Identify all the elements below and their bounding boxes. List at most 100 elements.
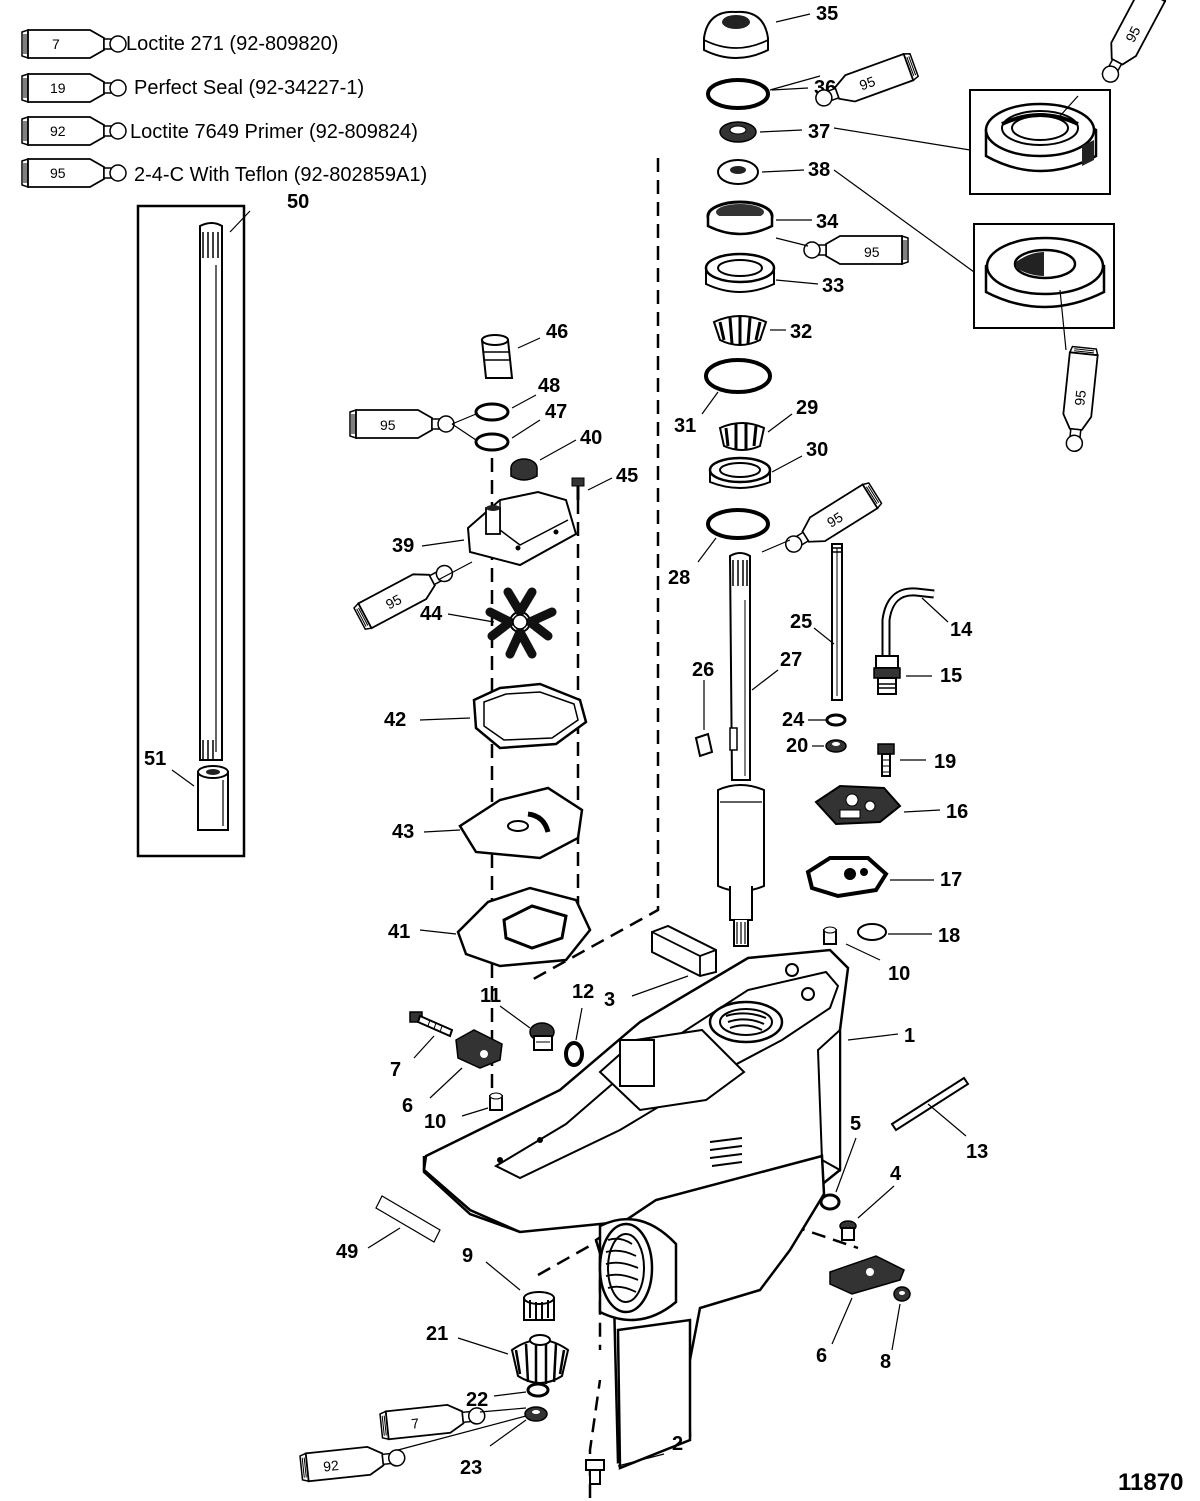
- part-31-shim: [704, 358, 772, 394]
- legend-tube-number: 92: [50, 123, 66, 139]
- seal-detail-inset-37: [969, 89, 1111, 195]
- legend: 7 Loctite 271 (92-809820) 19 Perfect Sea…: [21, 29, 427, 188]
- callout-40: 40: [580, 427, 602, 449]
- sealant-tube-icon: 95: [778, 480, 884, 562]
- svg-text:7: 7: [410, 1415, 420, 1432]
- part-32-bearing: [712, 315, 768, 346]
- part-33-cup: [704, 252, 776, 293]
- part-16-shift-cam-housing: [814, 784, 902, 826]
- part-49-pin: [375, 1195, 441, 1243]
- svg-text:95: 95: [380, 417, 396, 433]
- sealant-tube-icon: 95: [1093, 0, 1169, 89]
- sealant-tube-icon: 92: [298, 1442, 408, 1483]
- sealant-tube-icon: [21, 29, 127, 59]
- sealant-tube-icon: 7: [378, 1400, 488, 1441]
- part-46-sleeve: [480, 334, 514, 379]
- callout-46: 46: [546, 321, 568, 343]
- callout-33: 33: [822, 275, 844, 297]
- part-22-washer: [526, 1382, 550, 1398]
- part-36-o-ring: [706, 78, 770, 110]
- driveshaft-extension: [199, 222, 223, 761]
- part-3-water-inlet: [651, 924, 717, 978]
- legend-item-loctite-271: 7 Loctite 271 (92-809820): [21, 29, 338, 59]
- part-19-bolt: [877, 743, 895, 777]
- callout-19: 19: [934, 751, 956, 773]
- callout-1: 1: [904, 1025, 915, 1047]
- kit-frame: [136, 204, 246, 858]
- part-11-fitting: [529, 1022, 555, 1051]
- part-30-cup: [708, 456, 772, 489]
- callout-14: 14: [950, 619, 973, 641]
- sealant-tube-icon: 95: [803, 235, 909, 265]
- sealant-tube-icon: [21, 116, 127, 146]
- callout-11: 11: [480, 985, 501, 1007]
- callout-35: 35: [816, 3, 838, 25]
- legend-item-perfect-seal: 19 Perfect Seal (92-34227-1): [21, 73, 364, 103]
- callout-49: 49: [336, 1241, 358, 1263]
- callout-10: 10: [888, 963, 910, 985]
- sealant-tube-icon: [21, 158, 127, 188]
- callout-17: 17: [940, 869, 962, 891]
- part-21-pinion-gear: [510, 1334, 570, 1384]
- svg-text:92: 92: [322, 1457, 339, 1475]
- svg-text:95: 95: [857, 73, 877, 93]
- part-7-screw: [409, 1011, 454, 1038]
- callout-51: 51: [144, 748, 166, 770]
- callout-29: 29: [796, 397, 818, 419]
- svg-text:95: 95: [824, 509, 846, 531]
- legend-item-loctite-7649: 92 Loctite 7649 Primer (92-809824): [21, 116, 418, 146]
- callout-20: 20: [786, 735, 808, 757]
- legend-text: Perfect Seal (92-34227-1): [134, 77, 364, 99]
- callout-22: 22: [466, 1389, 488, 1411]
- legend-item-2-4-c-teflon: 95 2-4-C With Teflon (92-802859A1): [21, 158, 427, 188]
- callout-23: 23: [460, 1457, 482, 1479]
- callout-15: 15: [940, 665, 962, 687]
- sealant-tube-icon: 95: [352, 556, 459, 632]
- part-29-bearing: [718, 422, 766, 451]
- part-12-washer: [564, 1041, 584, 1067]
- sealant-tube-icon: [21, 73, 127, 103]
- sealant-tube-icon: 95: [1058, 345, 1100, 454]
- svg-text:95: 95: [1071, 389, 1089, 406]
- part-4-plug: [839, 1220, 857, 1241]
- part-38-seal: [717, 159, 759, 185]
- part-23-nut: [524, 1406, 548, 1422]
- callout-12: 12: [572, 981, 594, 1003]
- part-8-nut: [893, 1286, 911, 1302]
- legend-text: Loctite 271 (92-809820): [126, 33, 338, 55]
- callout-42: 42: [384, 709, 406, 731]
- callout-21: 21: [426, 1323, 448, 1345]
- part-14-hose: [881, 587, 935, 656]
- callout-5: 5: [850, 1113, 861, 1135]
- callout-7: 7: [390, 1059, 401, 1081]
- callout-28: 28: [668, 567, 690, 589]
- part-44-impeller: [485, 587, 557, 659]
- part-9-bearing: [523, 1291, 555, 1321]
- legend-text: Loctite 7649 Primer (92-809824): [130, 121, 418, 143]
- callout-47: 47: [545, 401, 567, 423]
- callout-10: 10: [424, 1111, 446, 1133]
- callout-32: 32: [790, 321, 812, 343]
- callout-16: 16: [946, 801, 968, 823]
- part-15-fitting: [873, 655, 901, 695]
- legend-text: 2-4-C With Teflon (92-802859A1): [134, 164, 427, 186]
- callout-43: 43: [392, 821, 414, 843]
- part-10-dowel-pin: [823, 926, 837, 945]
- part-6-anode: [455, 1029, 503, 1069]
- part-40-grommet: [510, 458, 538, 481]
- part-18-o-ring: [857, 923, 887, 941]
- part-37-seal: [719, 121, 757, 143]
- callout-4: 4: [890, 1163, 902, 1185]
- callout-27: 27: [780, 649, 802, 671]
- part-2-screw: [585, 1459, 605, 1485]
- sealant-tube-icon: 95: [349, 409, 455, 439]
- callout-50: 50: [287, 191, 309, 213]
- sealant-tube-icon: 95: [810, 51, 920, 115]
- part-41-plate: [456, 886, 592, 968]
- callout-45: 45: [616, 465, 638, 487]
- callout-3: 3: [604, 989, 615, 1011]
- part-13-pin: [890, 1076, 970, 1132]
- svg-text:95: 95: [1122, 23, 1144, 44]
- part-10-dowel-pin: [489, 1092, 503, 1111]
